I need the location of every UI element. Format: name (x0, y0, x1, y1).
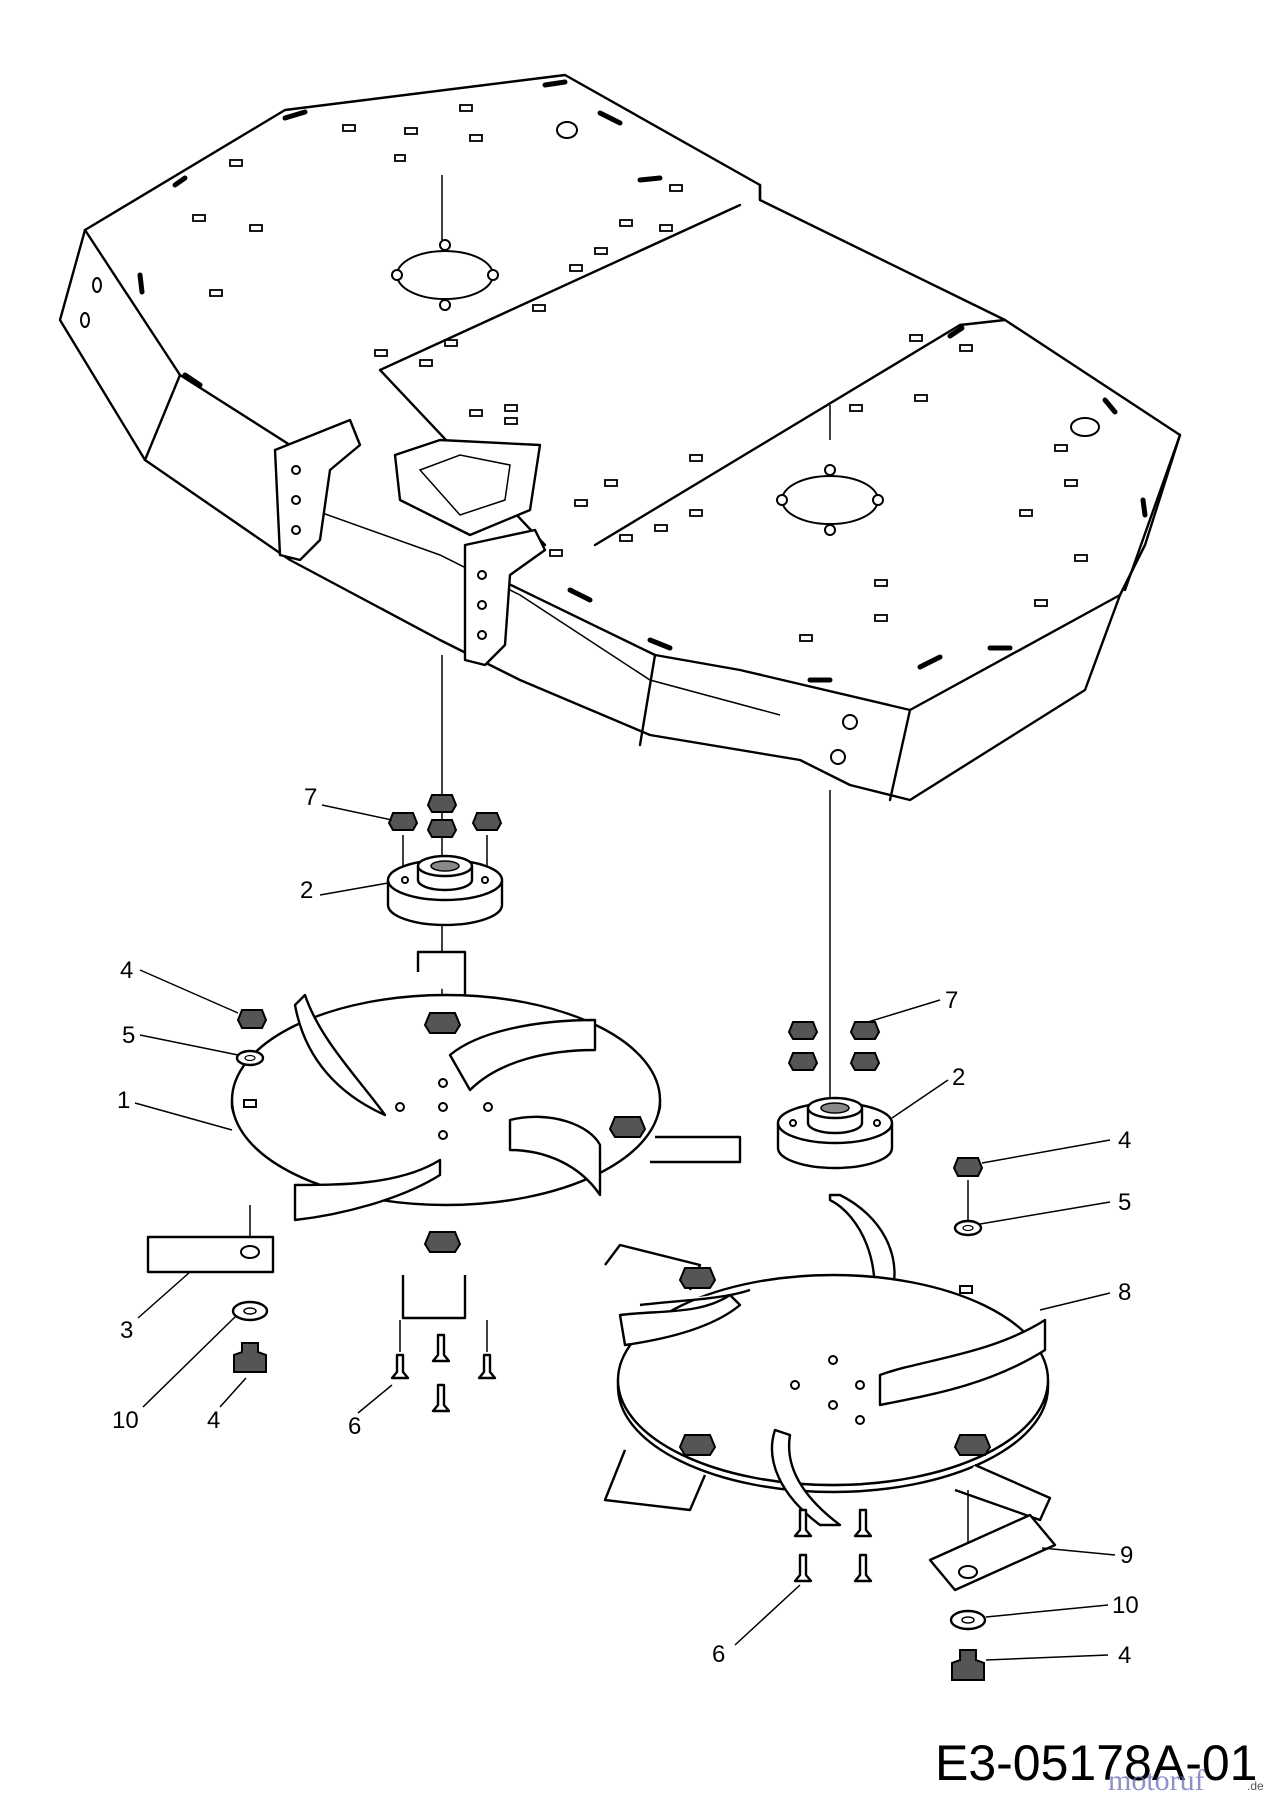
callout-numbers: 7 2 4 5 1 3 10 4 6 7 2 4 5 8 9 10 4 6 (112, 784, 1139, 1669)
left-blade-bolts (390, 1320, 497, 1413)
callout-2-left: 2 (300, 877, 313, 904)
callout-6-right: 6 (712, 1641, 725, 1668)
right-spindle-mount (776, 1096, 894, 1170)
left-spindle-nuts (387, 794, 503, 870)
right-blade-parts (928, 1490, 1057, 1681)
callout-1: 1 (117, 1087, 130, 1114)
right-cutting-disk (603, 1267, 1052, 1527)
callout-9: 9 (1120, 1542, 1133, 1569)
right-blade-bolts (793, 1508, 873, 1583)
callout-8: 8 (1118, 1279, 1131, 1306)
callout-10-left: 10 (112, 1407, 139, 1434)
right-spindle-assembly (603, 1021, 1057, 1681)
callout-6-left: 6 (348, 1413, 361, 1440)
callout-7-left: 7 (304, 784, 317, 811)
diagram-code: E3-05178A-01 (935, 1735, 1257, 1791)
watermark-logo: motoruf (1108, 1764, 1205, 1797)
callout-4-right-bottom: 4 (1118, 1642, 1131, 1669)
callout-4-left-bottom: 4 (207, 1407, 220, 1434)
callout-4-right-top: 4 (1118, 1127, 1131, 1154)
mower-deck-housing (58, 73, 1182, 802)
left-spindle-mount (386, 854, 504, 927)
right-spindle-nuts (787, 1021, 881, 1071)
left-blade-parts (146, 1235, 275, 1373)
callout-4-left-top: 4 (120, 957, 133, 984)
callout-2-right: 2 (952, 1064, 965, 1091)
callout-3: 3 (120, 1317, 133, 1344)
callout-7-right: 7 (945, 987, 958, 1014)
left-spindle-assembly (146, 794, 742, 1413)
left-cutting-disk (230, 993, 742, 1320)
callout-leaders (134, 804, 1116, 1661)
callout-10-right: 10 (1112, 1592, 1139, 1619)
callout-5-right: 5 (1118, 1189, 1131, 1216)
watermark-suffix: .de (1247, 1779, 1264, 1793)
callout-5-left: 5 (122, 1022, 135, 1049)
